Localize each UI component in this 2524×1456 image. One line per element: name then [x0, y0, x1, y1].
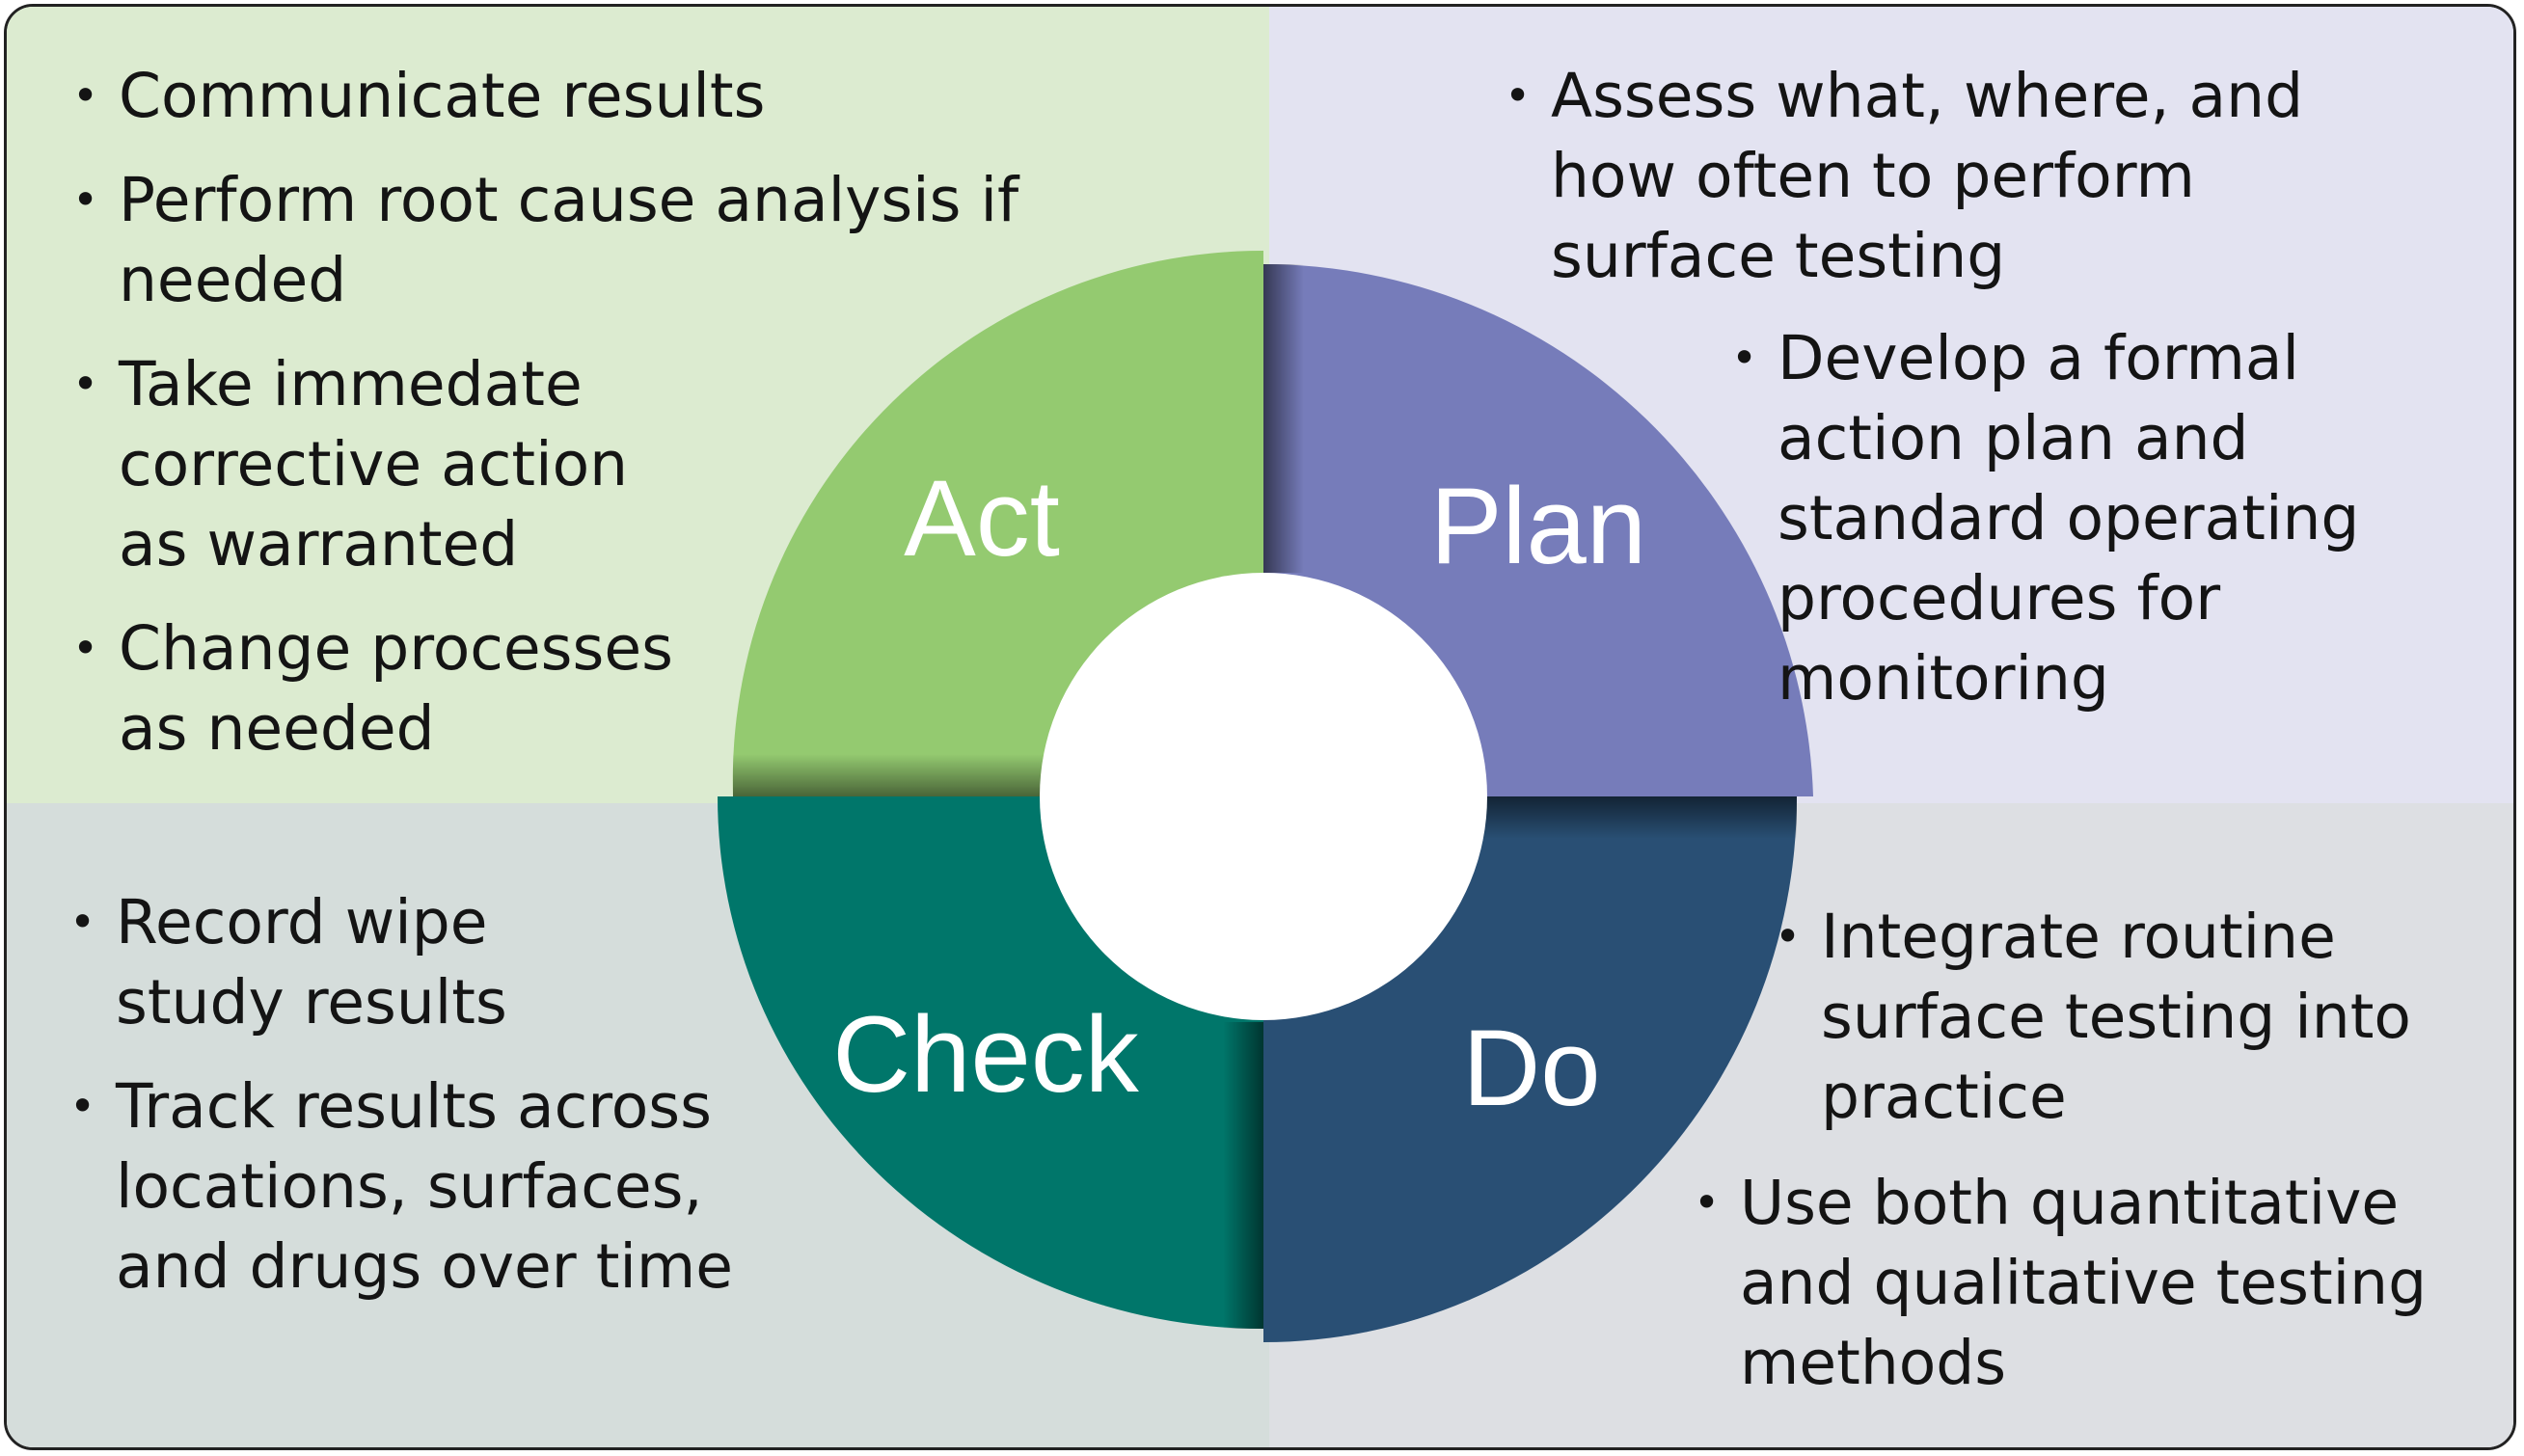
- list-item: Record wipe study results: [69, 882, 617, 1042]
- do-bullet-list-use: Use both quantitative and qualitative te…: [1694, 1163, 2494, 1427]
- plan-bullet-list-assess: Assess what, where, and how often to per…: [1505, 56, 2469, 320]
- list-item: Assess what, where, and how often to per…: [1505, 56, 2390, 296]
- list-item: Perform root cause analysis if needed: [72, 160, 1073, 320]
- list-item: Use both quantitative and qualitative te…: [1694, 1163, 2511, 1403]
- plan-bullet-list-develop: Develop a formal action plan and standar…: [1731, 318, 2469, 742]
- list-item: Communicate results: [72, 56, 1037, 136]
- list-item: Take immedate corrective action as warra…: [72, 344, 659, 584]
- check-bullet-list: Record wipe study results Track results …: [69, 882, 783, 1331]
- list-item: Integrate routine surface testing into p…: [1775, 897, 2486, 1137]
- list-item: Track results across locations, surfaces…: [69, 1066, 791, 1307]
- list-item: Develop a formal action plan and standar…: [1731, 318, 2414, 718]
- act-bullet-list: Communicate results Perform root cause a…: [72, 56, 1037, 793]
- list-item: Change processes as needed: [72, 608, 746, 768]
- do-bullet-list-integrate: Integrate routine surface testing into p…: [1775, 897, 2479, 1161]
